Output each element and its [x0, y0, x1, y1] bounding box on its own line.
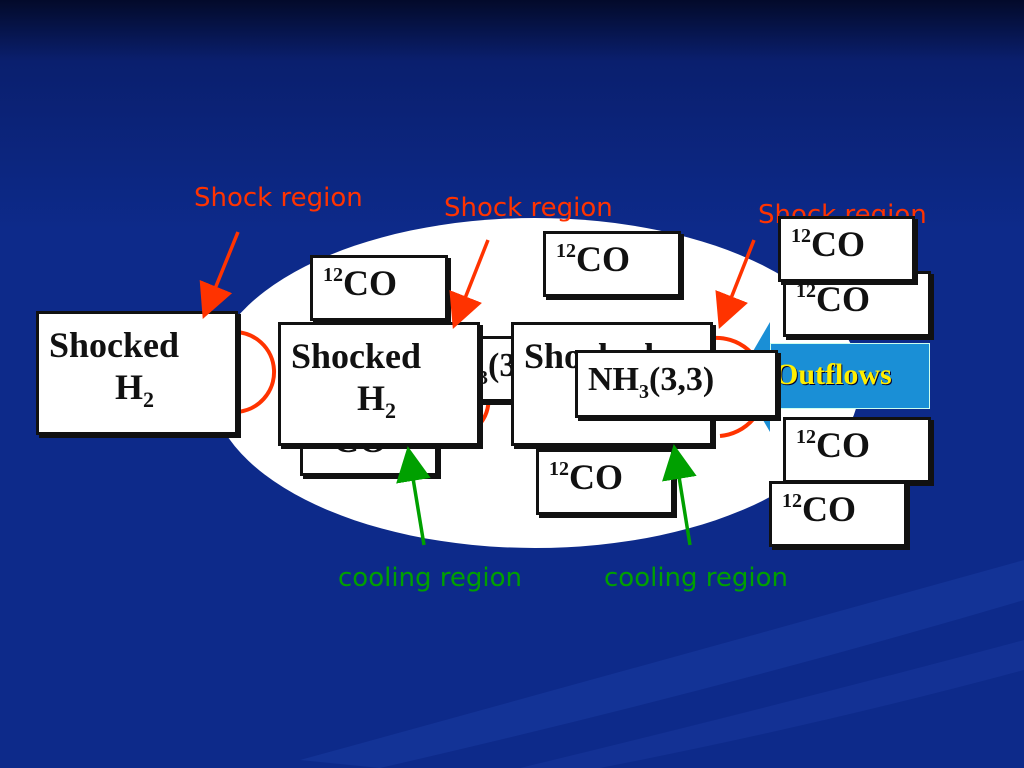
outflows-label: Outflows: [770, 343, 930, 409]
cooling-region-label-2: cooling region: [604, 563, 789, 593]
co-box: 12CO: [769, 481, 907, 547]
co-box: 12CO: [543, 231, 681, 297]
nh3-box: NH3(3,3): [575, 350, 778, 418]
co-box: 12CO: [783, 417, 931, 483]
shocked-h2-box: Shocked H2: [36, 311, 238, 435]
shocked-h2-box: Shocked H2: [278, 322, 480, 446]
co-box: 12CO: [310, 255, 448, 321]
shock-region-label-2: Shock region: [444, 193, 613, 223]
co-box: 12CO: [778, 216, 915, 282]
co-box: 12CO: [536, 449, 674, 515]
shock-region-label-1: Shock region: [194, 183, 363, 213]
cooling-region-label-1: cooling region: [338, 563, 523, 593]
